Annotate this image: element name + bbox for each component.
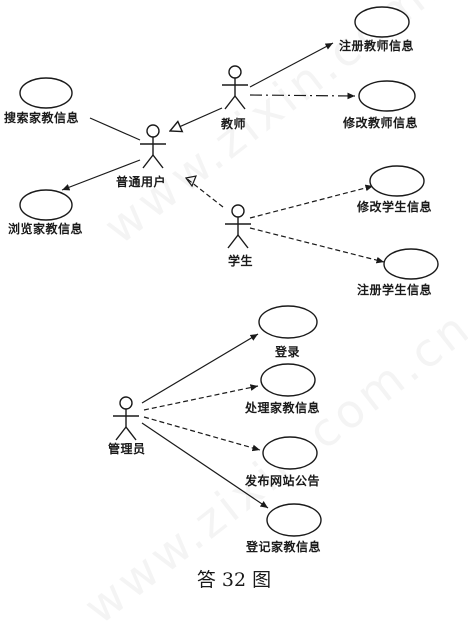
use-case-publish-notice xyxy=(262,436,318,470)
edge-teacher-modify xyxy=(249,92,356,100)
edge-user-browse xyxy=(61,159,141,191)
use-case-modify-student xyxy=(369,165,425,197)
edge-admin-process xyxy=(143,384,259,411)
edge-teacher-register xyxy=(249,42,334,88)
use-case-login-label: 登录 xyxy=(274,344,300,359)
use-case-modify-student-label: 修改学生信息 xyxy=(356,199,432,214)
actor-admin-label: 管理员 xyxy=(108,441,146,456)
use-case-record-tutor xyxy=(266,503,322,537)
use-case-browse-tutor-label: 浏览家教信息 xyxy=(8,221,83,236)
edge-student-register xyxy=(249,227,385,264)
edge-student-modify xyxy=(249,184,374,219)
use-case-publish-notice-label: 发布网站公告 xyxy=(244,473,320,488)
actor-general-user-icon xyxy=(140,124,166,169)
use-case-record-tutor-label: 登记家教信息 xyxy=(245,539,321,554)
edge-student-generalization xyxy=(185,177,224,208)
generalization-arrowhead xyxy=(184,175,197,188)
use-case-register-student xyxy=(383,248,439,280)
edge-user-search xyxy=(89,117,141,141)
actor-teacher-icon xyxy=(222,65,248,110)
actor-student-icon xyxy=(225,204,251,249)
use-case-process-tutor-label: 处理家教信息 xyxy=(244,400,320,415)
use-case-modify-teacher xyxy=(358,80,416,112)
use-case-register-teacher xyxy=(354,6,410,38)
use-case-diagram: 教师 普通用户 学生 管理员 注册教师信息 修改教师信息 搜索家教信息 浏览家教… xyxy=(4,6,439,591)
actor-student-label: 学生 xyxy=(228,253,253,268)
edge-admin-publish xyxy=(143,416,261,452)
use-case-search-tutor xyxy=(19,77,73,109)
actor-general-user-label: 普通用户 xyxy=(116,174,166,189)
use-case-register-student-label: 注册学生信息 xyxy=(357,282,432,297)
use-case-register-teacher-label: 注册教师信息 xyxy=(339,38,414,53)
use-case-process-tutor xyxy=(260,363,316,397)
use-case-browse-tutor xyxy=(19,189,73,221)
actor-admin-icon xyxy=(113,396,139,441)
edge-admin-login xyxy=(141,333,259,404)
actor-teacher-label: 教师 xyxy=(220,116,246,131)
use-case-modify-teacher-label: 修改教师信息 xyxy=(342,115,418,130)
use-case-search-tutor-label: 搜索家教信息 xyxy=(4,110,79,125)
edge-teacher-generalization xyxy=(170,107,223,131)
use-case-login xyxy=(258,305,318,339)
figure-caption: 答 32 图 xyxy=(197,569,271,591)
edge-admin-record xyxy=(141,422,269,509)
